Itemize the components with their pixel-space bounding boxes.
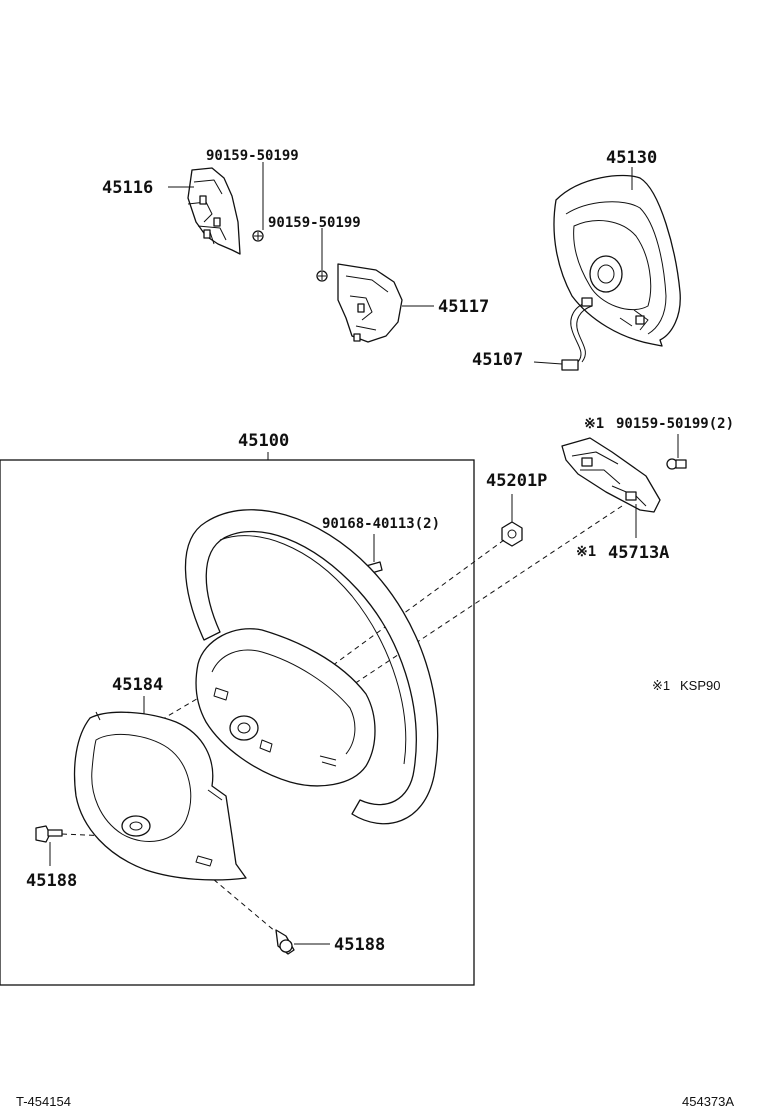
label-90159-upper: 90159-50199 — [206, 148, 299, 164]
steering-wheel-45100[interactable] — [184, 509, 439, 825]
label-45130: 45130 — [606, 148, 657, 168]
label-90159-2: 90159-50199(2) — [616, 416, 734, 432]
label-45188-left: 45188 — [26, 871, 77, 891]
wire-harness-45107[interactable] — [561, 297, 593, 371]
note-mark: ※1 — [652, 678, 670, 693]
label-45116: 45116 — [102, 178, 153, 198]
airbag-assembly-45130[interactable] — [553, 174, 681, 347]
label-mark-45713a: ※1 — [576, 544, 596, 560]
switch-cover-45116[interactable] — [187, 167, 241, 255]
screw-90159-middle[interactable] — [316, 270, 328, 282]
label-45184: 45184 — [112, 675, 163, 695]
label-45100: 45100 — [238, 431, 289, 451]
label-45188-bottom: 45188 — [334, 935, 385, 955]
alignment-line-screw-bottom — [199, 867, 277, 933]
leader-45107 — [533, 361, 563, 365]
nut-45201p[interactable] — [501, 521, 523, 547]
footer-left-ref: T-454154 — [16, 1094, 71, 1109]
label-mark-90159-2: ※1 — [584, 416, 604, 432]
assembly-frame-45100 — [0, 459, 475, 986]
screw-45188-bottom[interactable] — [275, 929, 295, 955]
footer-right-ref: 454373A — [682, 1094, 734, 1109]
label-45107: 45107 — [472, 350, 523, 370]
screw-90159-upper[interactable] — [252, 230, 264, 242]
note-text: KSP90 — [680, 678, 720, 693]
label-90159-middle: 90159-50199 — [268, 215, 361, 231]
alignment-line-nut — [309, 539, 505, 683]
label-45201p: 45201P — [486, 471, 547, 491]
rear-cover-45184[interactable] — [73, 711, 247, 881]
label-45117: 45117 — [438, 297, 489, 317]
switch-cover-45117[interactable] — [337, 263, 403, 343]
label-90168: 90168-40113(2) — [322, 516, 440, 532]
screw-45188-left[interactable] — [35, 825, 63, 843]
alignment-line-switch — [329, 505, 623, 701]
label-45713a: 45713A — [608, 543, 669, 563]
steering-switch-45713a[interactable] — [561, 437, 661, 513]
screw-90159-2[interactable] — [666, 458, 687, 470]
